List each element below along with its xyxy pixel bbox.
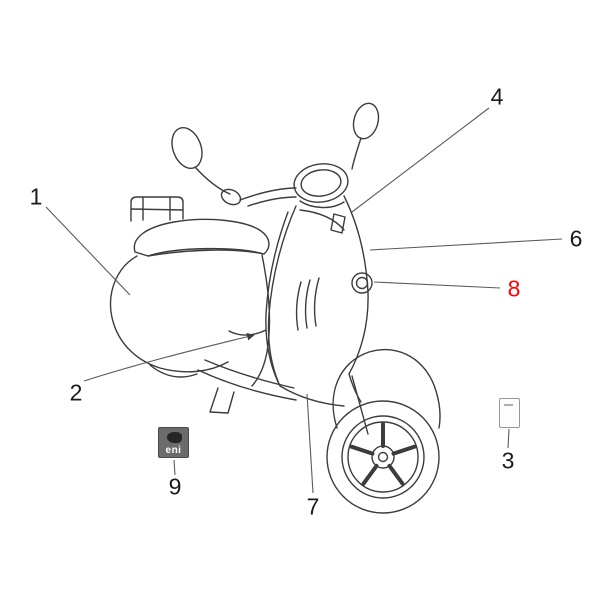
leader-line-3 [507,428,510,449]
leader-line-1 [45,206,131,296]
callout-9: 9 [168,473,182,500]
handlebar [220,187,297,207]
eni-dog-icon [167,432,182,443]
front-emblem [330,213,346,234]
eni-logo-badge: eni [158,427,189,458]
leader-line-9 [173,459,176,476]
callout-6: 6 [569,225,583,252]
callout-1: 1 [29,183,43,210]
eni-logo-text: eni [165,445,182,456]
round-badge [351,272,373,294]
callout-8: 8 [507,275,521,302]
leader-line-7 [306,393,314,494]
leader-line-4 [351,107,490,213]
wheel-spokes [349,422,417,486]
floorboard [197,359,362,414]
mirrors [171,102,380,195]
seat-and-rack [130,196,270,257]
callout-7: 7 [306,493,320,520]
front-shield [228,195,373,387]
leader-line-8 [373,281,501,289]
leader-lines [45,107,563,494]
front-wheel-assembly [326,348,441,514]
headlamp [293,163,349,209]
callout-3: 3 [501,447,515,474]
part-3-plate [499,398,520,428]
leader-line-2 [83,332,255,382]
plate-mark [504,404,513,406]
callout-2: 2 [69,379,83,406]
leader-line-6 [369,238,563,251]
callout-4: 4 [490,83,504,110]
